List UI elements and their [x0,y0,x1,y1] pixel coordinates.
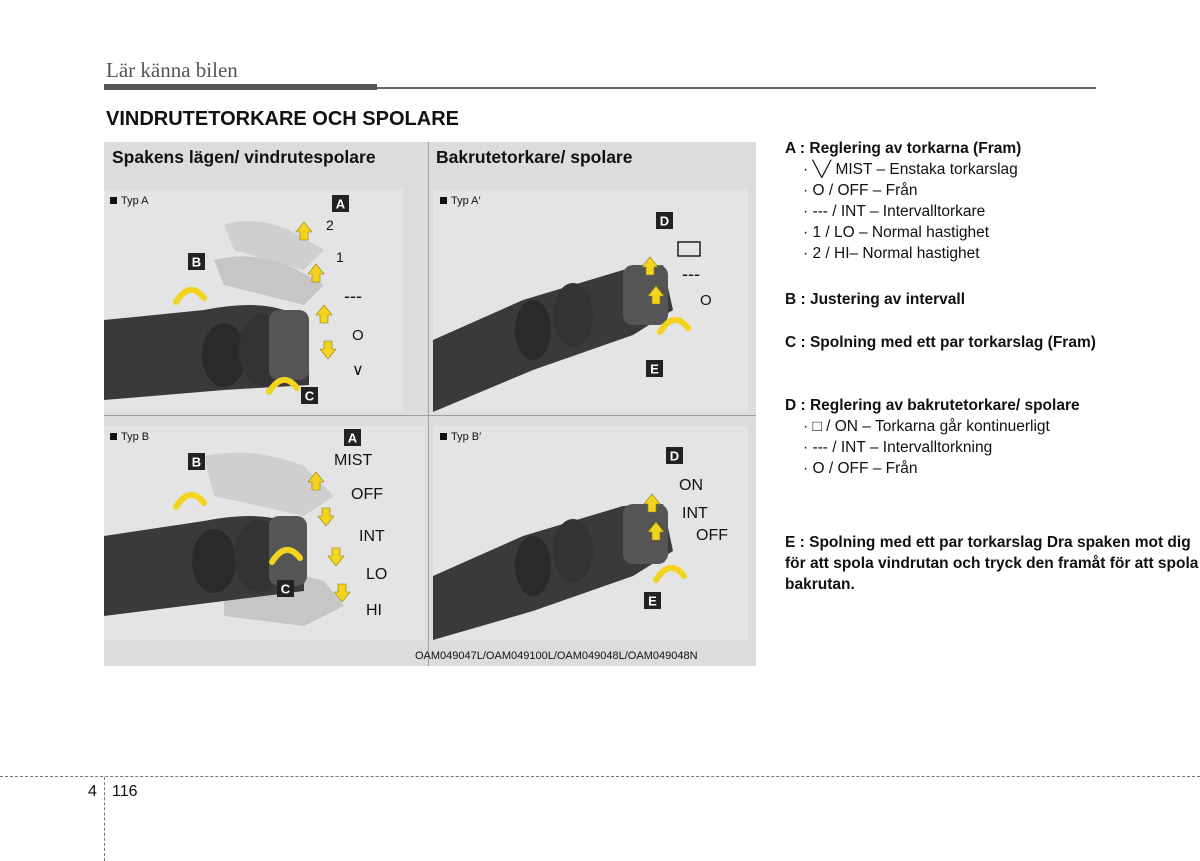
legend-b: B : Justering av intervall [785,289,965,310]
position-label: INT [682,505,708,522]
page-number: 116 [112,783,138,801]
position-label: O [700,292,712,309]
badge-b: B [192,455,201,470]
position-label: MIST [334,452,372,469]
arrow-down-icon [320,341,336,359]
washer-icon [678,242,700,256]
arrow-down-icon [334,584,350,602]
badge-e: E [648,594,657,609]
arrow-up-icon [316,305,332,323]
curved-arrow-icon [656,568,684,580]
legend-a: A : Reglering av torkarna (Fram) · ╲╱ MI… [785,138,1021,264]
position-label: OFF [696,527,728,544]
badge-a: A [348,431,358,446]
legend-a-item: · O / OFF – Från [785,180,1021,201]
badge-d: D [670,449,679,464]
legend-a-item: · 1 / LO – Normal hastighet [785,222,1021,243]
wiper-figure: Spakens lägen/ vindrutespolare Bakruteto… [104,142,756,666]
position-label: 1 [336,249,344,265]
arrow-up-icon [648,522,664,540]
legend-d-item: · O / OFF – Från [785,458,1080,479]
arrow-up-icon [308,472,324,490]
legend-a-item: · ╲╱ MIST – Enstaka torkarslag [785,159,1021,180]
legend-b-label: B : Justering av intervall [785,289,965,310]
arrow-up-icon [644,494,660,512]
arrow-up-icon [308,264,324,282]
arrow-up-icon [648,286,664,304]
legend-a-item: · --- / INT – Intervalltorkare [785,201,1021,222]
legend-a-item: · 2 / HI– Normal hastighet [785,243,1021,264]
position-label: OFF [351,486,383,503]
curved-arrow-icon [176,290,204,302]
chapter-number: 4 [88,783,97,801]
curved-arrow-icon [272,550,300,562]
arrow-up-icon [296,222,312,240]
badge-c: C [305,389,315,404]
legend-d-label: D : Reglering av bakrutetorkare/ spolare [785,395,1080,416]
legend-e-label: E : Spolning med ett par torkarslag Dra … [785,532,1200,595]
badge-b: B [192,255,201,270]
chapter-title: Lär känna bilen [106,58,238,83]
curved-arrow-icon [660,320,688,332]
badge-e: E [650,362,659,377]
legend-d: D : Reglering av bakrutetorkare/ spolare… [785,395,1080,479]
badge-c: C [281,582,291,597]
position-label: --- [344,286,362,306]
header-rule-dark [104,84,377,90]
badge-a: A [336,197,346,212]
arrow-down-icon [328,548,344,566]
position-label: O [352,327,364,344]
position-label: 2 [326,217,334,233]
legend-c-label: C : Spolning med ett par torkarslag (Fra… [785,332,1096,353]
position-label: LO [366,566,387,583]
position-label: ∨ [352,362,364,379]
arrow-down-icon [318,508,334,526]
arrow-up-icon [642,257,658,275]
footer-margin-rule [104,777,105,861]
position-label: INT [359,528,385,545]
position-label: ON [679,477,703,494]
position-label: HI [366,602,382,619]
badge-d: D [660,214,669,229]
position-label: --- [682,264,700,284]
section-title: VINDRUTETORKARE OCH SPOLARE [106,108,459,131]
legend-d-item: · --- / INT – Intervalltorkning [785,437,1080,458]
footer-rule [0,776,1200,777]
figure-caption: OAM049047L/OAM049100L/OAM049048L/OAM0490… [415,650,698,662]
legend-d-item: · □ / ON – Torkarna går kontinuerligt [785,416,1080,437]
legend-e: E : Spolning med ett par torkarslag Dra … [785,532,1200,595]
curved-arrow-icon [176,495,204,507]
legend-a-label: A : Reglering av torkarna (Fram) [785,138,1021,159]
legend-c: C : Spolning med ett par torkarslag (Fra… [785,332,1096,353]
figure-overlay: ABC21---O∨DE---OABCMISTOFFINTLOHIDEONINT… [104,142,756,666]
header-rule-light [377,87,1096,89]
curved-arrow-icon [269,380,297,392]
